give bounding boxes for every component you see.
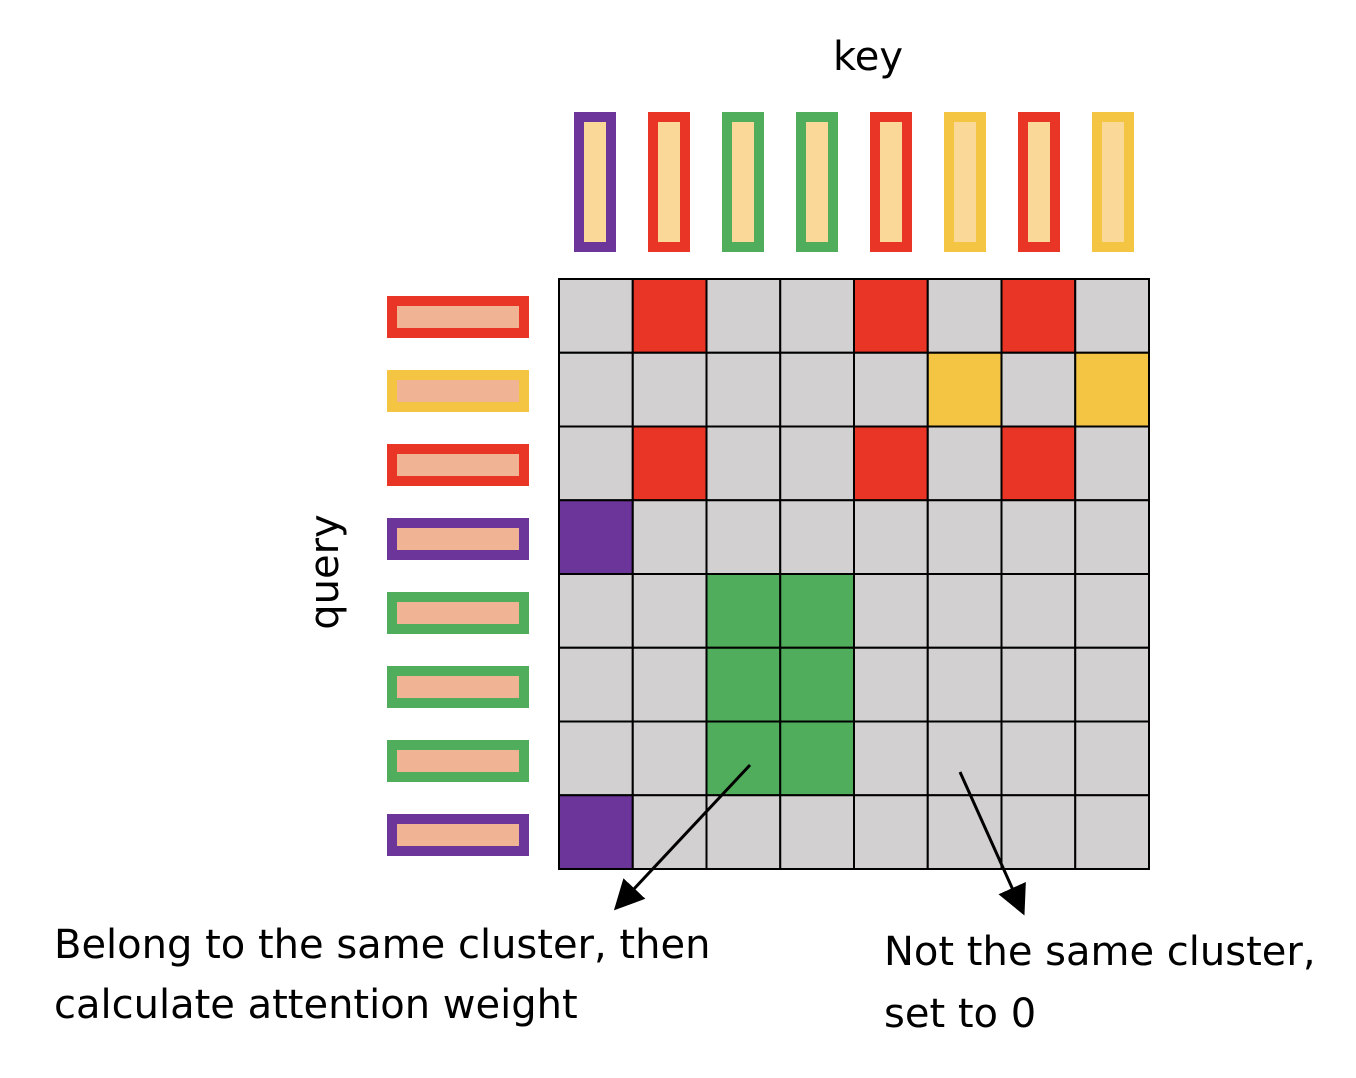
query-vector-red [387,444,529,486]
matrix-cell-same-cluster [631,278,708,354]
query-vector-purple [387,814,529,856]
query-vectors [387,296,529,856]
same-cluster-arrow [613,763,752,911]
matrix-cell-zero [853,499,929,575]
matrix-cell-same-cluster [1074,351,1150,428]
matrix-cell-zero [631,720,708,797]
matrix-cell-zero [1000,351,1077,428]
matrix-cell-zero [705,794,782,870]
matrix-cell-zero [926,573,1003,649]
matrix-cell-zero [631,646,708,723]
matrix-cell-zero [853,646,929,723]
key-vector-red [648,112,690,252]
matrix-cell-zero [853,351,929,428]
attention-matrix [558,278,1150,870]
matrix-cell-zero [779,351,855,428]
query-axis-label: query [302,514,348,629]
matrix-cell-same-cluster [779,720,855,797]
key-axis-label: key [833,34,903,80]
matrix-cell-zero [1074,278,1150,354]
matrix-cell-zero [926,278,1003,354]
matrix-cell-same-cluster [705,720,782,797]
matrix-cell-same-cluster [779,646,855,723]
matrix-cell-same-cluster [558,794,634,870]
matrix-cell-zero [1074,425,1150,502]
matrix-cell-zero [926,794,1003,870]
matrix-cell-zero [779,425,855,502]
matrix-cell-zero [1074,794,1150,870]
matrix-cell-zero [558,720,634,797]
matrix-cell-same-cluster [1000,278,1077,354]
matrix-cell-zero [926,425,1003,502]
matrix-cell-zero [631,794,708,870]
matrix-cell-zero [558,573,634,649]
matrix-cell-zero [1074,720,1150,797]
matrix-cell-same-cluster [853,425,929,502]
matrix-cell-zero [1074,499,1150,575]
different-cluster-arrow [958,771,1026,916]
matrix-cell-zero [926,499,1003,575]
matrix-cell-same-cluster [631,425,708,502]
matrix-cell-zero [631,499,708,575]
matrix-cell-zero [558,278,634,354]
matrix-cell-same-cluster [779,573,855,649]
query-vector-green [387,592,529,634]
matrix-cell-zero [705,425,782,502]
query-vector-green [387,666,529,708]
matrix-cell-zero [1074,573,1150,649]
matrix-cell-zero [558,425,634,502]
key-vector-yellow [944,112,986,252]
matrix-cell-zero [853,573,929,649]
matrix-cell-zero [558,646,634,723]
matrix-cell-same-cluster [853,278,929,354]
matrix-cell-same-cluster [558,499,634,575]
matrix-cell-zero [558,351,634,428]
matrix-cell-zero [779,278,855,354]
key-vector-green [796,112,838,252]
matrix-cell-zero [631,573,708,649]
query-vector-yellow [387,370,529,412]
key-vectors [574,112,1134,252]
matrix-cell-same-cluster [705,573,782,649]
key-vector-purple [574,112,616,252]
matrix-cell-same-cluster [1000,425,1077,502]
diff-cluster-caption-line2: set to 0 [884,991,1036,1037]
same-cluster-caption-line1: Belong to the same cluster, then [54,922,710,968]
key-vector-red [1018,112,1060,252]
matrix-cell-zero [705,278,782,354]
matrix-cell-zero [705,351,782,428]
query-vector-red [387,296,529,338]
matrix-cell-same-cluster [705,646,782,723]
matrix-cell-zero [853,720,929,797]
matrix-cell-zero [779,499,855,575]
query-vector-purple [387,518,529,560]
matrix-cell-zero [1000,573,1077,649]
same-cluster-caption-line2: calculate attention weight [54,982,578,1028]
key-vector-green [722,112,764,252]
matrix-cell-zero [1000,794,1077,870]
matrix-cell-zero [1000,646,1077,723]
matrix-cell-zero [1000,499,1077,575]
key-vector-red [870,112,912,252]
matrix-cell-zero [705,499,782,575]
matrix-cell-zero [1074,646,1150,723]
matrix-cell-zero [631,351,708,428]
diff-cluster-caption-line1: Not the same cluster, [884,929,1316,975]
matrix-cell-zero [779,794,855,870]
matrix-cell-zero [1000,720,1077,797]
query-vector-green [387,740,529,782]
matrix-cell-zero [853,794,929,870]
matrix-cell-same-cluster [926,351,1003,428]
key-vector-yellow [1092,112,1134,252]
matrix-cell-zero [926,646,1003,723]
